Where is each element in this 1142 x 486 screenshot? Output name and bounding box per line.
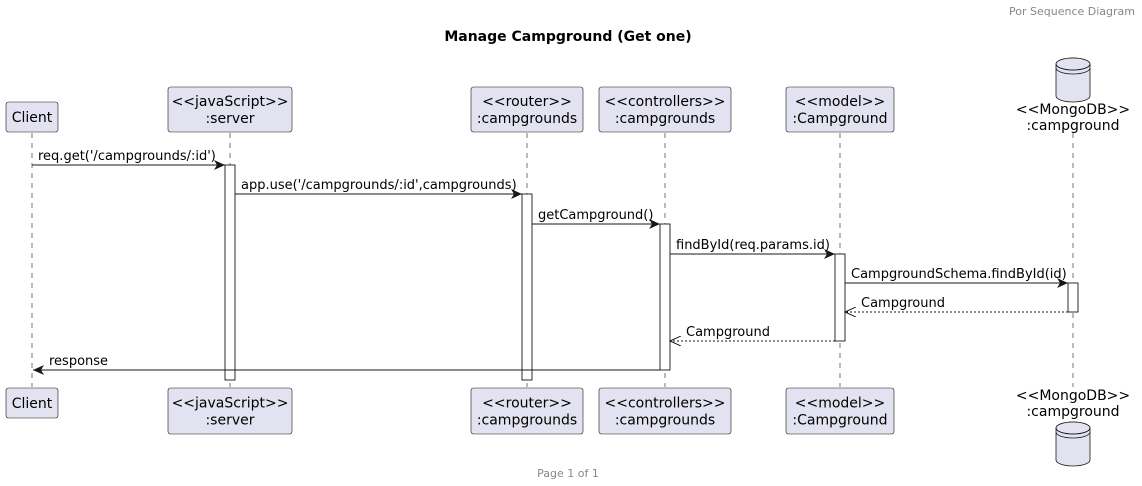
participants: ClientClient<<javaScript>>:server<<javaS…: [5, 57, 1130, 467]
participant-box: [470, 86, 584, 133]
participant-label: Client: [12, 110, 53, 126]
message-2: app.use('/campgrounds/:id',campgrounds): [235, 178, 522, 199]
participant-router-bottom: <<router>>:campgrounds: [470, 387, 584, 435]
participant-label: Client: [12, 396, 53, 412]
participant-label: <<model>>: [795, 94, 886, 110]
message-8: response: [33, 354, 660, 375]
participant-controllers-top: <<controllers>>:campgrounds: [598, 86, 732, 133]
participant-label: :Campground: [792, 413, 887, 429]
message-label: CampgroundSchema.findById(id): [851, 267, 1067, 282]
message-label: Campground: [686, 325, 770, 340]
participant-model-top: <<model>>:Campground: [785, 86, 895, 133]
participant-label: <<MongoDB>>: [1016, 388, 1130, 404]
participant-server-top: <<javaScript>>:server: [167, 86, 293, 133]
participant-label: :server: [205, 111, 254, 127]
participant-client-bottom: Client: [5, 387, 59, 419]
activation-bar-server: [224, 164, 236, 381]
messages: req.get('/campgrounds/:id') app.use('/cam…: [32, 149, 1068, 375]
participant-db-top: <<MongoDB>>:campground: [1016, 57, 1130, 134]
participant-label: <<controllers>>: [604, 94, 725, 110]
participant-box: [785, 387, 895, 435]
message-label: getCampground(): [538, 208, 653, 223]
participant-label: <<javaScript>>: [172, 396, 289, 412]
participant-label: <<router>>: [482, 94, 572, 110]
page-footer: Page 1 of 1: [537, 467, 599, 480]
participant-label: <<javaScript>>: [172, 94, 289, 110]
participant-label: :campgrounds: [615, 413, 715, 429]
lifelines: [31, 133, 1074, 387]
participant-box: [167, 387, 293, 435]
participant-label: :Campground: [792, 111, 887, 127]
participant-label: <<router>>: [482, 396, 572, 412]
message-label: app.use('/campgrounds/:id',campgrounds): [241, 178, 517, 193]
activation-bar-router: [521, 193, 533, 381]
participant-box: [5, 387, 59, 419]
message-4: findById(req.params.id): [670, 238, 835, 259]
message-1: req.get('/campgrounds/:id'): [32, 149, 225, 170]
participant-box: [470, 387, 584, 435]
participant-label: :server: [205, 413, 254, 429]
participant-label: <<MongoDB>>: [1016, 102, 1130, 118]
database-icon: [1055, 421, 1091, 467]
participant-label: :campground: [1026, 118, 1119, 134]
activation-bar-db: [1067, 282, 1079, 313]
participant-box: [5, 101, 59, 133]
message-5: CampgroundSchema.findById(id): [845, 267, 1068, 288]
activation-bars: [224, 164, 1079, 381]
participant-server-bottom: <<javaScript>>:server: [167, 387, 293, 435]
participant-router-top: <<router>>:campgrounds: [470, 86, 584, 133]
activation-bar-model: [834, 253, 846, 342]
participant-label: :campground: [1026, 404, 1119, 420]
participant-client-top: Client: [5, 101, 59, 133]
database-icon: [1055, 57, 1091, 103]
participant-label: <<model>>: [795, 396, 886, 412]
message-6: Campground: [845, 296, 1068, 312]
participant-box: [598, 387, 732, 435]
header-text: Por Sequence Diagram: [1009, 5, 1135, 18]
diagram-title: Manage Campground (Get one): [444, 29, 691, 45]
message-3: getCampground(): [532, 208, 660, 229]
message-label: req.get('/campgrounds/:id'): [38, 149, 216, 164]
participant-model-bottom: <<model>>:Campground: [785, 387, 895, 435]
message-label: findById(req.params.id): [676, 238, 830, 253]
participant-db-bottom: <<MongoDB>>:campground: [1016, 388, 1130, 467]
participant-label: <<controllers>>: [604, 396, 725, 412]
activation-bar-controllers: [659, 223, 671, 371]
participant-box: [167, 86, 293, 133]
participant-label: :campgrounds: [615, 111, 715, 127]
participant-box: [785, 86, 895, 133]
message-7: Campground: [670, 325, 835, 341]
message-label: response: [49, 354, 108, 369]
participant-controllers-bottom: <<controllers>>:campgrounds: [598, 387, 732, 435]
participant-label: :campgrounds: [477, 413, 577, 429]
participant-label: :campgrounds: [477, 111, 577, 127]
message-label: Campground: [861, 296, 945, 311]
participant-box: [598, 86, 732, 133]
